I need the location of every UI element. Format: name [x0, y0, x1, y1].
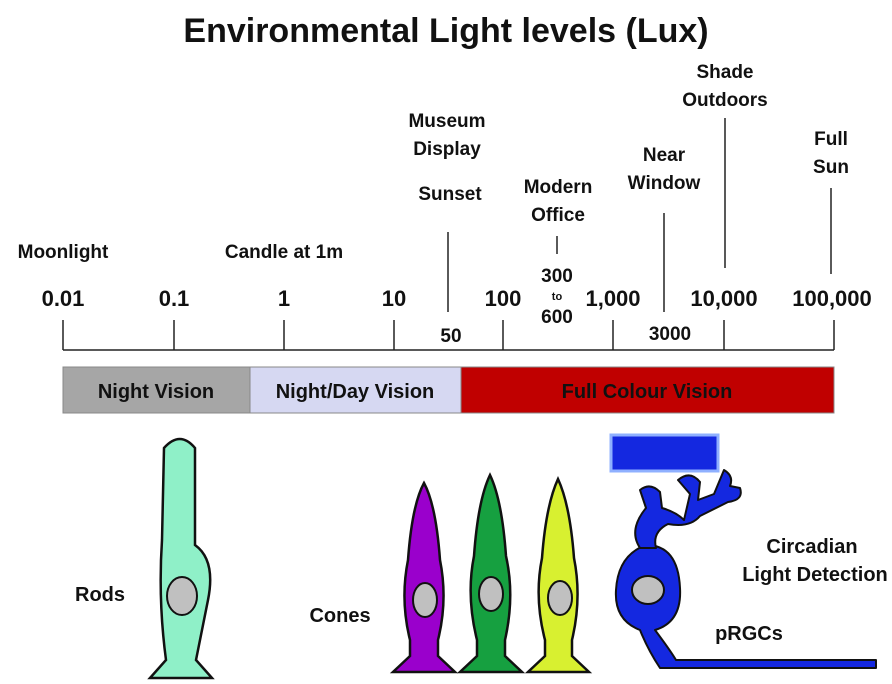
label-shade-line2: Outdoors	[682, 90, 768, 111]
band-label-full-colour: Full Colour Vision	[562, 381, 733, 403]
prgc-nucleus	[631, 575, 665, 605]
label-moonlight: Moonlight	[18, 242, 109, 263]
cone-nucleus	[412, 582, 438, 618]
cone-nucleus	[478, 576, 504, 612]
tick-label: 10	[382, 286, 406, 311]
label-sunset: Sunset	[418, 184, 482, 205]
label-rods: Rods	[75, 584, 125, 606]
label-shade-line1: Shade	[696, 62, 753, 83]
value-600: 600	[541, 307, 573, 328]
circadian-range-bar	[609, 433, 720, 473]
tick-label: 100,000	[792, 286, 872, 311]
band-full-colour-vision	[460, 366, 835, 414]
label-office-line2: Office	[531, 205, 585, 226]
cone-cell-green	[456, 472, 526, 674]
tick-label: 1	[278, 286, 290, 311]
cone-cell-yellow	[524, 476, 593, 674]
tick-label: 100	[485, 286, 522, 311]
label-sun-line1: Full	[814, 129, 848, 150]
cone-nucleus	[547, 580, 573, 616]
band-label-night-day: Night/Day Vision	[276, 381, 435, 403]
label-museum-line1: Museum	[408, 111, 485, 132]
rod-nucleus	[166, 576, 198, 616]
label-cones: Cones	[309, 605, 370, 627]
band-label-night: Night Vision	[98, 381, 214, 403]
tick-label: 0.01	[42, 286, 85, 311]
label-window-line1: Near	[643, 145, 686, 166]
value-to: to	[552, 291, 563, 303]
rod-cell	[147, 437, 215, 680]
tick-label: 1,000	[585, 286, 640, 311]
label-prgcs: pRGCs	[715, 623, 783, 645]
label-office-line1: Modern	[524, 177, 593, 198]
value-3000: 3000	[649, 324, 691, 345]
page-title: Environmental Light levels (Lux)	[183, 12, 708, 50]
value-50: 50	[440, 326, 461, 347]
label-window-line2: Window	[628, 173, 701, 194]
label-circadian-line2: Light Detection	[742, 564, 888, 586]
cone-cell-violet	[389, 480, 459, 674]
scale-ticks	[62, 320, 835, 350]
tick-label: 0.1	[159, 286, 190, 311]
tick-label: 10,000	[690, 286, 757, 311]
label-museum-line2: Display	[413, 139, 481, 160]
prgc-cell	[614, 469, 877, 669]
label-circadian-line1: Circadian	[766, 536, 857, 558]
value-300: 300	[541, 266, 573, 287]
label-sun-line2: Sun	[813, 157, 849, 178]
label-candle: Candle at 1m	[225, 242, 343, 263]
